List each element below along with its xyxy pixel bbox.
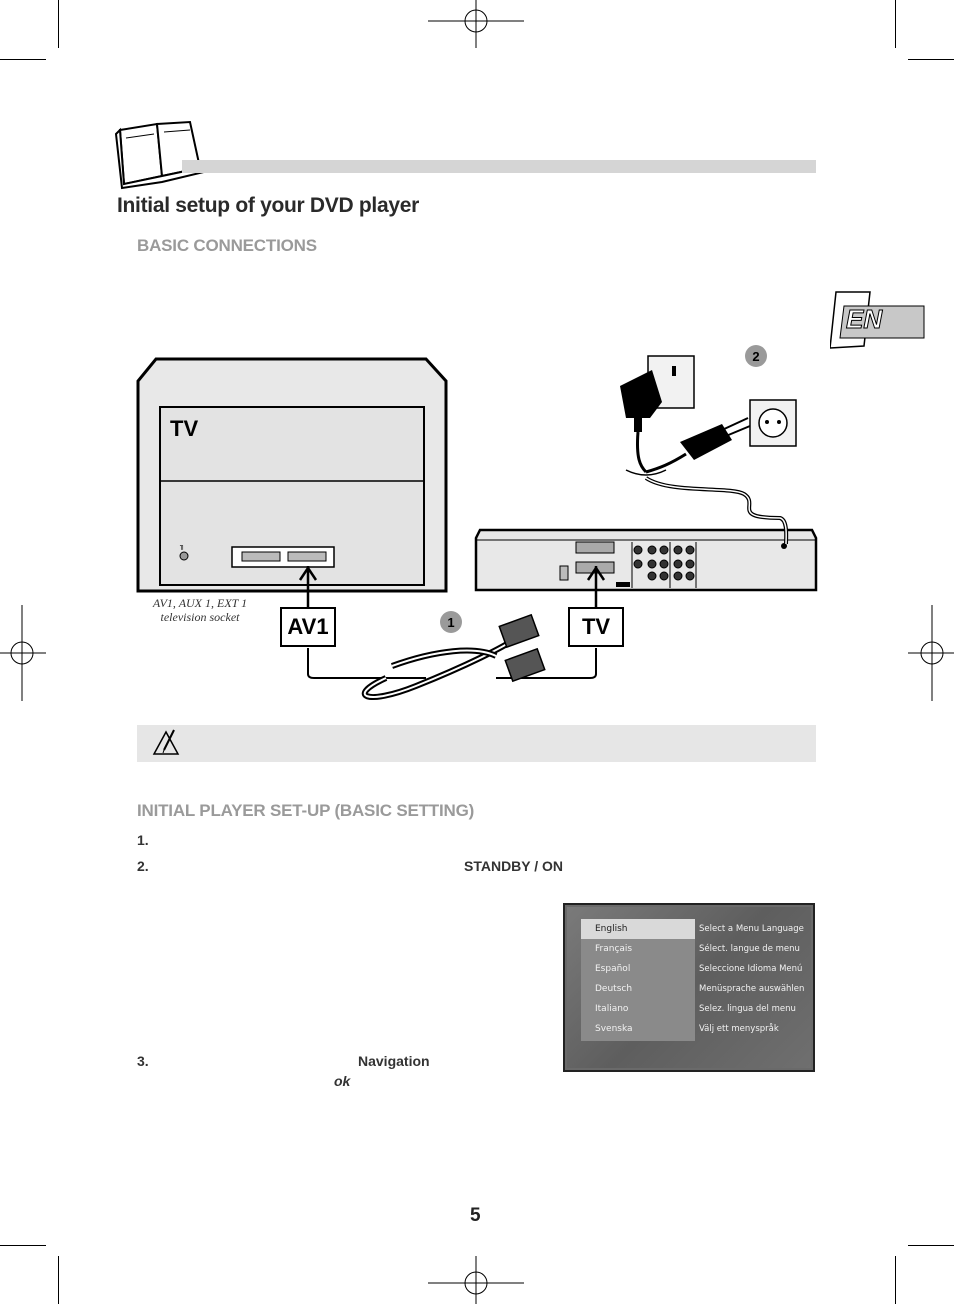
step-number-1: 1. xyxy=(137,832,149,848)
language-option[interactable]: Deutsch xyxy=(595,984,633,994)
book-icon xyxy=(114,120,206,190)
crop-mark xyxy=(895,0,896,48)
language-description: Välj ett menyspråk xyxy=(699,1024,779,1034)
crop-mark xyxy=(58,0,59,48)
av1-label: AV1 xyxy=(280,607,336,647)
crop-mark xyxy=(908,59,954,60)
language-tab-label: EN xyxy=(845,304,883,335)
language-menu-background: English Français Español Deutsch Italian… xyxy=(567,907,811,1068)
registration-mark-icon xyxy=(0,605,46,701)
step-badge-2: 2 xyxy=(745,345,767,367)
crop-mark xyxy=(58,1256,59,1304)
registration-mark-icon xyxy=(428,1256,524,1304)
crop-mark xyxy=(0,59,46,60)
language-option[interactable]: Svenska xyxy=(595,1024,633,1034)
tv-illustration: ╖ xyxy=(136,357,448,593)
step-number-2: 2. xyxy=(137,858,149,874)
language-menu-screen: English Français Español Deutsch Italian… xyxy=(563,903,815,1072)
language-option[interactable]: Italiano xyxy=(595,1004,629,1014)
dvd-player-illustration xyxy=(474,528,818,592)
language-descriptions: Select a Menu Language Sélect. langue de… xyxy=(699,919,813,1039)
language-option[interactable]: Español xyxy=(595,964,631,974)
step-number-3: 3. xyxy=(137,1053,149,1069)
language-list: English Français Español Deutsch Italian… xyxy=(581,919,695,1041)
language-description: Selez. lingua del menu xyxy=(699,1004,796,1014)
scart-cable-illustration xyxy=(298,566,606,700)
page-number: 5 xyxy=(470,1205,481,1226)
language-option[interactable]: Français xyxy=(595,944,633,954)
socket-caption: AV1, AUX 1, EXT 1 television socket xyxy=(152,596,248,624)
navigation-keyword: Navigation xyxy=(358,1053,430,1069)
registration-mark-icon xyxy=(908,605,954,701)
power-cable-illustration xyxy=(620,355,797,545)
dvd-tv-label: TV xyxy=(568,607,624,647)
note-bar xyxy=(137,725,816,762)
language-description: Seleccione Idioma Menú xyxy=(699,964,803,974)
language-description: Sélect. langue de menu xyxy=(699,944,800,954)
crop-mark xyxy=(0,1245,46,1246)
language-tab xyxy=(830,291,925,349)
standby-on-keyword: STANDBY / ON xyxy=(464,858,564,874)
section-heading-basic-connections: BASIC CONNECTIONS xyxy=(137,236,317,255)
tv-label: TV xyxy=(170,416,199,441)
crop-mark xyxy=(908,1245,954,1246)
header-bar xyxy=(182,160,816,173)
ok-keyword: ok xyxy=(334,1073,351,1089)
section-heading-initial-setup: INITIAL PLAYER SET-UP (BASIC SETTING) xyxy=(137,801,475,820)
warning-pen-icon xyxy=(152,729,180,755)
page-title: Initial setup of your DVD player xyxy=(117,194,419,217)
step-badge-1: 1 xyxy=(440,611,462,633)
language-description: Select a Menu Language xyxy=(699,924,804,934)
language-description: Menüsprache auswählen xyxy=(699,984,805,994)
svg-text:╖: ╖ xyxy=(179,542,184,550)
crop-mark xyxy=(895,1256,896,1304)
registration-mark-icon xyxy=(428,0,524,48)
language-option[interactable]: English xyxy=(581,919,695,939)
